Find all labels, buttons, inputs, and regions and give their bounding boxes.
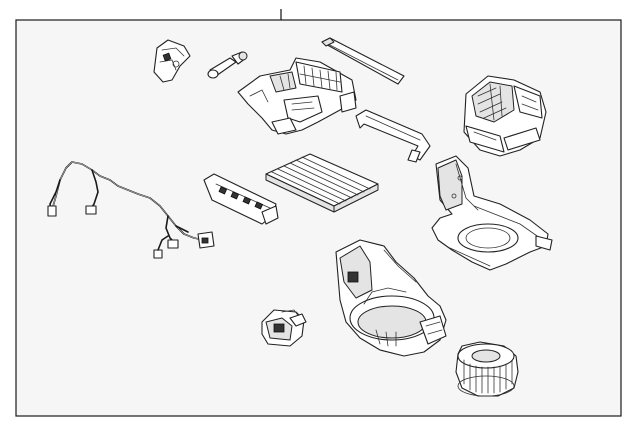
grille-part	[203, 173, 279, 225]
harness-part	[47, 161, 215, 259]
resistor-part	[261, 309, 307, 347]
mode-door-part	[463, 75, 547, 157]
upper-case-part	[431, 155, 553, 271]
lower-case-part	[335, 239, 447, 357]
actuator-part	[153, 39, 191, 83]
motor-part	[455, 341, 519, 397]
filter-part	[265, 153, 379, 213]
seal-part	[321, 37, 405, 85]
housing-part	[237, 57, 357, 135]
sensor-part	[207, 51, 248, 79]
bracket-part	[355, 109, 431, 163]
